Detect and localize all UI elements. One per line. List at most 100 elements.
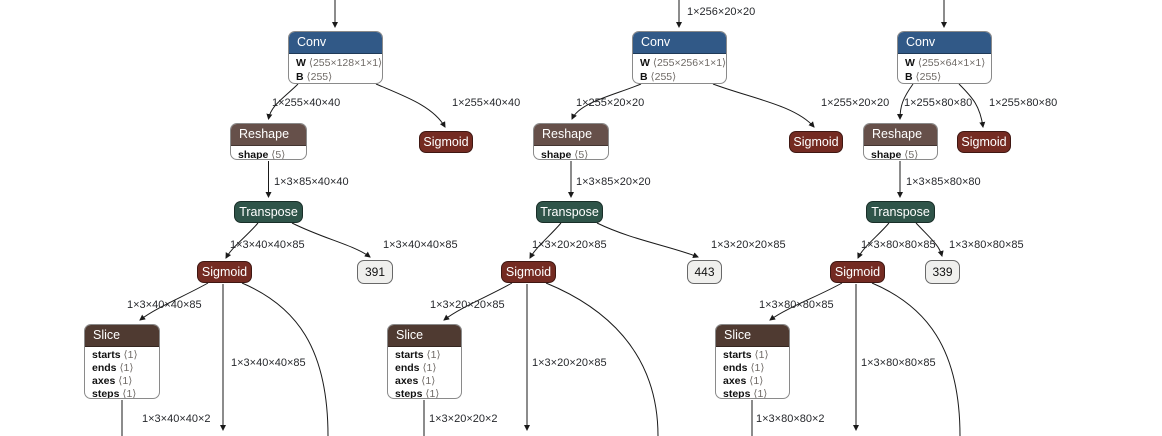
- node-attributes: starts ⟨1⟩ ends ⟨1⟩ axes ⟨1⟩ steps ⟨1⟩: [388, 347, 461, 399]
- edge-label: 1×3×85×40×40: [274, 176, 349, 188]
- node-transpose-middle[interactable]: Transpose: [536, 201, 603, 223]
- attr-key: B: [296, 71, 304, 83]
- badge-label: 391: [364, 265, 386, 279]
- attr-value: ⟨1⟩: [122, 388, 137, 399]
- node-conv-left[interactable]: Conv W ⟨255×128×1×1⟩ B ⟨255⟩: [288, 31, 383, 84]
- attr-key: W: [296, 57, 306, 69]
- edge-label: 1×3×40×40×85: [383, 239, 458, 251]
- attr-value: ⟨1⟩: [421, 375, 436, 387]
- edge-label: 1×256×20×20: [687, 6, 756, 18]
- edge: [915, 222, 944, 257]
- attr-value: ⟨255⟩: [915, 71, 942, 83]
- attr-key: ends: [395, 362, 420, 374]
- edge-label: 1×3×40×40×85: [230, 239, 305, 251]
- edge-label: 1×3×80×80×85: [861, 239, 936, 251]
- node-title: Conv: [289, 32, 382, 54]
- edge-label: 1×3×80×80×85: [861, 357, 936, 369]
- edge-label: 1×255×40×40: [452, 97, 521, 109]
- node-sigmoid-main-right[interactable]: Sigmoid: [830, 261, 885, 283]
- edge: [291, 222, 371, 258]
- node-title: Transpose: [239, 205, 298, 219]
- attr-key: steps: [92, 388, 120, 399]
- attr-key: axes: [92, 375, 116, 387]
- node-transpose-left[interactable]: Transpose: [234, 201, 303, 223]
- node-attributes: shape ⟨5⟩: [231, 146, 306, 160]
- node-conv-right[interactable]: Conv W ⟨255×64×1×1⟩ B ⟨255⟩: [897, 31, 992, 84]
- edge-label: 1×255×80×80: [904, 97, 973, 109]
- attr-value: ⟨1⟩: [750, 362, 765, 374]
- attr-key: B: [640, 71, 648, 83]
- attr-key: ends: [723, 362, 748, 374]
- node-title: Slice: [85, 325, 159, 347]
- node-attributes: shape ⟨5⟩: [534, 146, 608, 159]
- node-title: Transpose: [871, 205, 930, 219]
- node-transpose-right[interactable]: Transpose: [866, 201, 935, 223]
- attr-key: steps: [395, 388, 423, 399]
- attr-key: starts: [723, 349, 752, 361]
- edge: [139, 282, 209, 321]
- attr-value: ⟨1⟩: [753, 388, 768, 399]
- attr-value: ⟨5⟩: [271, 149, 286, 160]
- node-title: Sigmoid: [793, 135, 839, 149]
- output-badge-443[interactable]: 443: [687, 260, 722, 284]
- node-attributes: starts ⟨1⟩ ends ⟨1⟩ axes ⟨1⟩ steps ⟨1⟩: [716, 347, 789, 399]
- node-title: Sigmoid: [201, 265, 248, 279]
- edge: [443, 282, 513, 321]
- edge-label: 1×255×40×40: [272, 97, 341, 109]
- node-reshape-left[interactable]: Reshape shape ⟨5⟩: [230, 123, 307, 160]
- attr-value: ⟨1⟩: [426, 349, 441, 361]
- edge: [545, 282, 659, 436]
- edge-label: 1×3×20×20×2: [429, 413, 498, 425]
- attr-value: ⟨1⟩: [119, 362, 134, 374]
- badge-label: 443: [694, 265, 715, 279]
- attr-value: ⟨1⟩: [749, 375, 764, 387]
- attr-key: starts: [92, 349, 121, 361]
- attr-value: ⟨1⟩: [118, 375, 133, 387]
- node-slice-middle[interactable]: Slice starts ⟨1⟩ ends ⟨1⟩ axes ⟨1⟩ steps…: [387, 324, 462, 399]
- attr-value: ⟨255×128×1×1⟩: [308, 57, 383, 69]
- node-sigmoid-branch-middle[interactable]: Sigmoid: [789, 131, 843, 153]
- node-sigmoid-main-middle[interactable]: Sigmoid: [501, 261, 556, 283]
- badge-label: 339: [932, 265, 953, 279]
- node-title: Conv: [898, 32, 991, 54]
- edge: [769, 282, 843, 321]
- output-badge-391[interactable]: 391: [357, 260, 393, 284]
- node-sigmoid-branch-right[interactable]: Sigmoid: [957, 131, 1011, 153]
- edge: [596, 222, 699, 258]
- node-reshape-right[interactable]: Reshape shape ⟨5⟩: [863, 123, 938, 160]
- edge: [225, 222, 259, 259]
- edge: [571, 83, 642, 120]
- attr-value: ⟨1⟩: [422, 362, 437, 374]
- edge: [241, 282, 329, 436]
- node-slice-right[interactable]: Slice starts ⟨1⟩ ends ⟨1⟩ axes ⟨1⟩ steps…: [715, 324, 790, 399]
- node-sigmoid-branch-left[interactable]: Sigmoid: [419, 131, 473, 153]
- attr-value: ⟨255×256×1×1⟩: [652, 57, 727, 69]
- edge-label: 1×3×20×20×85: [532, 239, 607, 251]
- edge-label: 1×3×40×40×85: [127, 299, 202, 311]
- node-slice-left[interactable]: Slice starts ⟨1⟩ ends ⟨1⟩ axes ⟨1⟩ steps…: [84, 324, 160, 399]
- edge-label: 1×3×80×80×85: [949, 239, 1024, 251]
- node-title: Slice: [716, 325, 789, 347]
- attr-key: steps: [723, 388, 751, 399]
- attr-key: W: [640, 57, 650, 69]
- node-title: Transpose: [540, 205, 599, 219]
- node-reshape-middle[interactable]: Reshape shape ⟨5⟩: [533, 123, 609, 160]
- attr-key: starts: [395, 349, 424, 361]
- node-title: Conv: [633, 32, 726, 54]
- node-conv-middle[interactable]: Conv W ⟨255×256×1×1⟩ B ⟨255⟩: [632, 31, 727, 84]
- attr-key: B: [905, 71, 913, 83]
- output-badge-339[interactable]: 339: [925, 260, 960, 284]
- edge-label: 1×3×20×20×85: [711, 239, 786, 251]
- attr-value: ⟨1⟩: [425, 388, 440, 399]
- edge: [712, 83, 815, 128]
- edge: [857, 222, 890, 259]
- attr-value: ⟨255⟩: [650, 71, 677, 83]
- edge: [958, 83, 986, 128]
- node-attributes: W ⟨255×256×1×1⟩ B ⟨255⟩: [633, 54, 727, 83]
- edge-label: 1×3×80×80×2: [756, 413, 825, 425]
- node-attributes: W ⟨255×64×1×1⟩ B ⟨255⟩: [898, 54, 991, 83]
- node-sigmoid-main-left[interactable]: Sigmoid: [197, 261, 252, 283]
- node-title: Reshape: [534, 124, 608, 146]
- edge-label: 1×3×40×40×2: [142, 413, 211, 425]
